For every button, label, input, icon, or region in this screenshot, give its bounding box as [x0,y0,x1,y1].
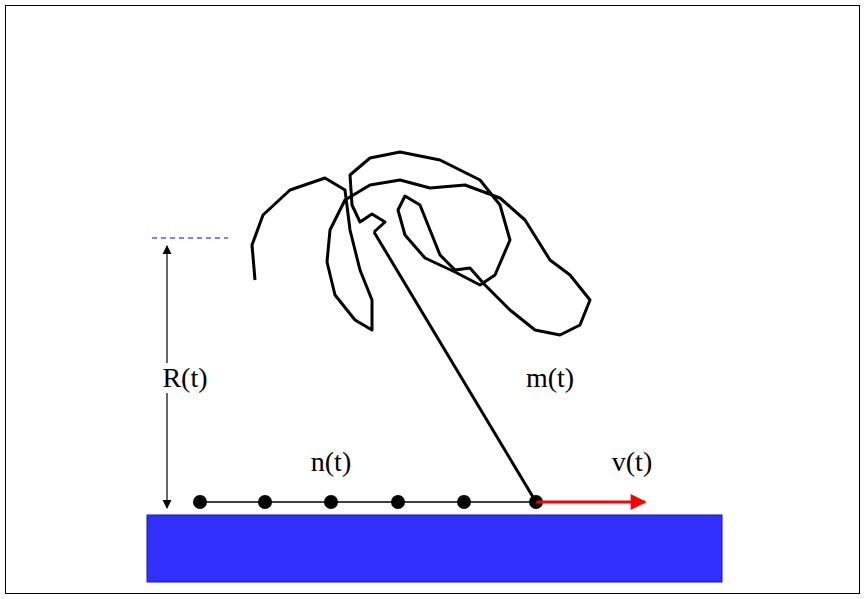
variable-label: m(t) [523,363,577,393]
bead-row [193,495,543,509]
adsorbed-chain [200,501,536,503]
bead [193,495,207,509]
bead [258,495,272,509]
velocity-arrow [536,501,645,504]
frame [6,6,860,594]
surface [147,515,722,582]
variable-label: v(t) [609,447,655,477]
bead [391,495,405,509]
bead [324,495,338,509]
variable-label: R(t) [159,363,210,393]
polymer-coil [252,152,590,335]
variable-label: n(t) [308,447,354,477]
height-reference [152,238,228,239]
bead [457,495,471,509]
